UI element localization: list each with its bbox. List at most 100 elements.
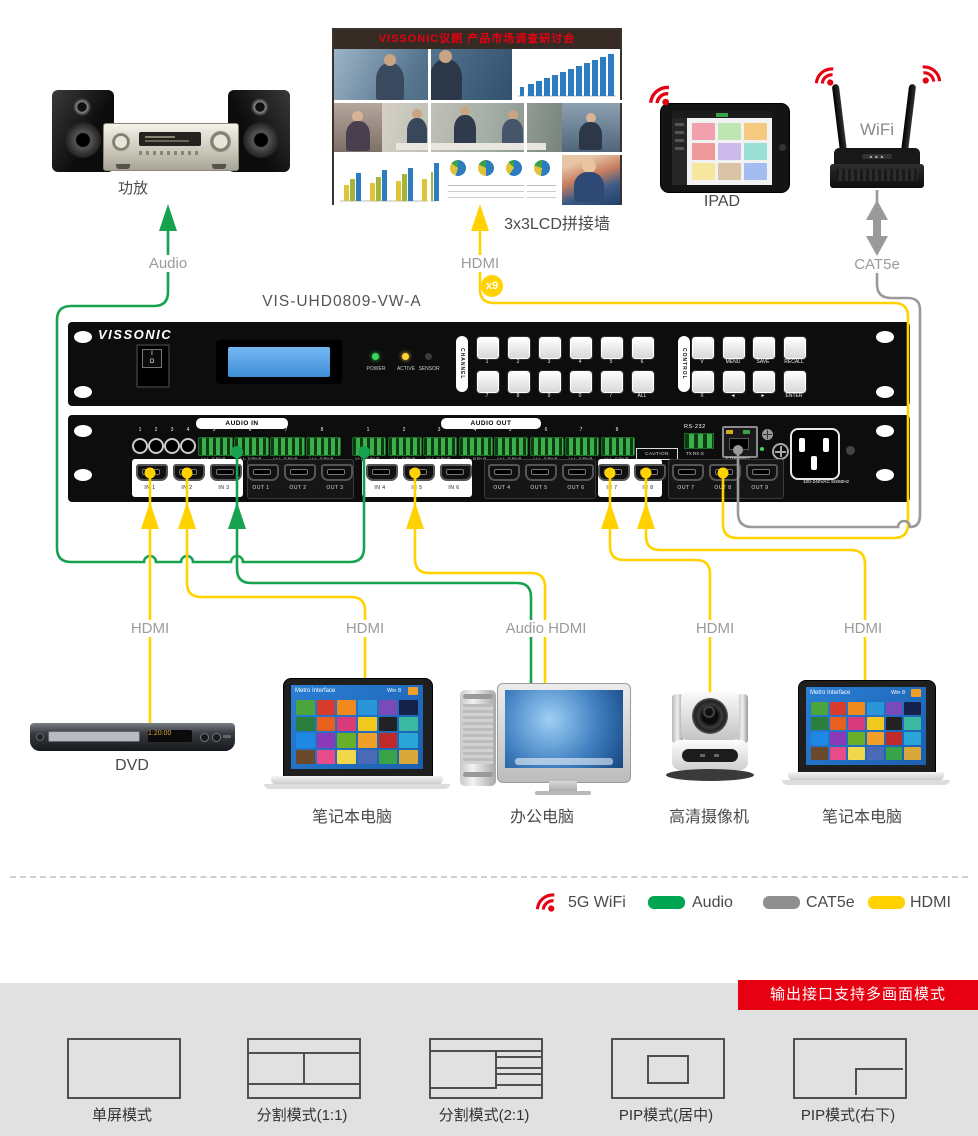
wall-grouped-bar-chart — [340, 163, 439, 202]
mode-label-1: 单屏模式 — [91, 1107, 153, 1124]
channel-section-label: CHANNEL — [456, 336, 468, 392]
hdmi-label-laptop-left: HDMI — [340, 620, 390, 637]
channel-button-slash — [600, 370, 624, 394]
hdmi-port-label: IN 5 — [411, 485, 423, 491]
audio-out-terminal — [423, 437, 457, 456]
hdmi-port-label: IN 7 — [606, 485, 618, 491]
hdmi-label-laptop-right: HDMI — [838, 620, 888, 637]
control-button-label: ENTER — [785, 393, 803, 399]
rs232-terminal — [684, 433, 714, 449]
power-rating-label: 100-240VAC 50/60Hz — [802, 480, 850, 485]
channel-button-label: 5 — [609, 359, 613, 365]
audio-out-terminal-number: 6 — [544, 427, 548, 433]
hdmi-port-label: OUT 3 — [326, 485, 344, 491]
hdmi-port-in7 — [598, 464, 630, 481]
channel-button-label: / — [610, 393, 612, 399]
hdmi-label-dvd: HDMI — [125, 620, 175, 637]
control-button-label: MENU — [725, 359, 741, 365]
channel-button-label: 1 — [485, 359, 489, 365]
channel-button-label: 6 — [640, 359, 644, 365]
active-led-label: ACTIVE — [396, 366, 416, 372]
hdmi-port-label: OUT 4 — [493, 485, 511, 491]
channel-button-0 — [569, 370, 593, 394]
legend-hdmi-swatch — [868, 896, 905, 909]
mode-label-5: PIP模式(右下) — [800, 1107, 896, 1124]
audio-out-label: AUDIO OUT — [441, 418, 541, 429]
hdmi-port-label: IN 3 — [218, 485, 230, 491]
channel-button-label: 4 — [578, 359, 582, 365]
control-button-label: V — [700, 359, 704, 365]
audio-hdmi-label-desktop: Audio HDMI — [500, 620, 592, 637]
channel-button-label: 9 — [547, 393, 551, 399]
hdmi-port-out4 — [488, 464, 520, 481]
channel-button-label: 3 — [547, 359, 551, 365]
laptop-screen-user: Win 8 — [387, 688, 402, 694]
channel-button-5 — [600, 336, 624, 360]
laptop-screen-tiles — [296, 700, 418, 764]
audio-out-terminal — [601, 437, 635, 456]
control-section-label: CONTROL — [678, 336, 690, 392]
ipad — [660, 103, 790, 193]
laptop-screen-title: Metro Interface — [295, 688, 336, 694]
video-wall-label: 3x3LCD拼接墙 — [504, 216, 610, 233]
control-button-menu — [722, 336, 746, 360]
sensor-led — [425, 353, 432, 360]
wifi-icon-router-left — [804, 55, 848, 99]
audio-in-terminal — [306, 437, 341, 456]
switch-off-mark: O — [149, 359, 155, 365]
mode-pip-bottom-right — [793, 1038, 907, 1099]
audio-out-terminal-number: 4 — [473, 427, 477, 433]
hdmi-port-out5 — [525, 464, 557, 481]
laptop-left-base — [271, 776, 443, 785]
hdmi-port-label: IN 4 — [374, 485, 386, 491]
hdmi-port-label: IN 1 — [144, 485, 156, 491]
hdmi-port-in1 — [136, 464, 168, 481]
arrow-audio-in — [228, 502, 246, 529]
audio-in-jack-number: 1 — [138, 427, 142, 433]
control-button-right — [752, 370, 776, 394]
router-wifi-label: WiFi — [860, 120, 894, 139]
laptop-screen-user: Win 8 — [891, 690, 906, 696]
channel-button-label: 7 — [485, 393, 489, 399]
mode-split-1-1 — [247, 1038, 361, 1099]
hdmi-port-label: OUT 9 — [751, 485, 769, 491]
desktop-monitor — [497, 683, 631, 783]
hdmi-port-label: OUT 7 — [677, 485, 695, 491]
channel-button-1 — [476, 336, 500, 360]
control-button-label: RECALL — [784, 359, 804, 365]
hdmi-port-out8 — [709, 464, 741, 481]
audio-in-jack-number: 3 — [170, 427, 174, 433]
dvd-display: 1:20:00 — [148, 730, 192, 742]
audio-in-terminal — [234, 437, 269, 456]
router-antenna-left — [831, 83, 848, 155]
rca-jack — [132, 438, 148, 454]
control-button-label: SAVE — [756, 359, 770, 365]
audio-in-terminal — [198, 437, 233, 456]
legend-audio-swatch — [648, 896, 685, 909]
channel-button-2 — [507, 336, 531, 360]
audio-out-terminal-number: 3 — [437, 427, 441, 433]
hdmi-port-label: OUT 8 — [714, 485, 732, 491]
hdmi-port-in6 — [440, 464, 472, 481]
hdmi-port-out9 — [746, 464, 778, 481]
rs232-label: RS-232 — [684, 424, 706, 430]
legend-cat5e-swatch — [763, 896, 800, 909]
wifi-router: ■ ■ ■ — [834, 148, 920, 166]
hdmi-line-camera — [608, 472, 712, 692]
control-button-save — [752, 336, 776, 360]
audio-out-terminal — [565, 437, 599, 456]
wall-bar-chart — [518, 54, 616, 97]
control-button-enter — [783, 370, 807, 394]
hdmi-port-in3 — [210, 464, 242, 481]
laptop-screen-tiles — [811, 702, 921, 760]
legend-cat5e-label: CAT5e — [806, 894, 855, 911]
hdmi-port-out2 — [284, 464, 316, 481]
channel-button-4 — [569, 336, 593, 360]
audio-in-terminal-number: 8 — [320, 427, 324, 433]
power-led-label: POWER — [366, 366, 386, 372]
channel-button-9 — [538, 370, 562, 394]
desktop-stand-base — [535, 791, 591, 795]
audio-out-terminal-number: 5 — [508, 427, 512, 433]
audio-in-terminal-number: 5 — [212, 427, 216, 433]
